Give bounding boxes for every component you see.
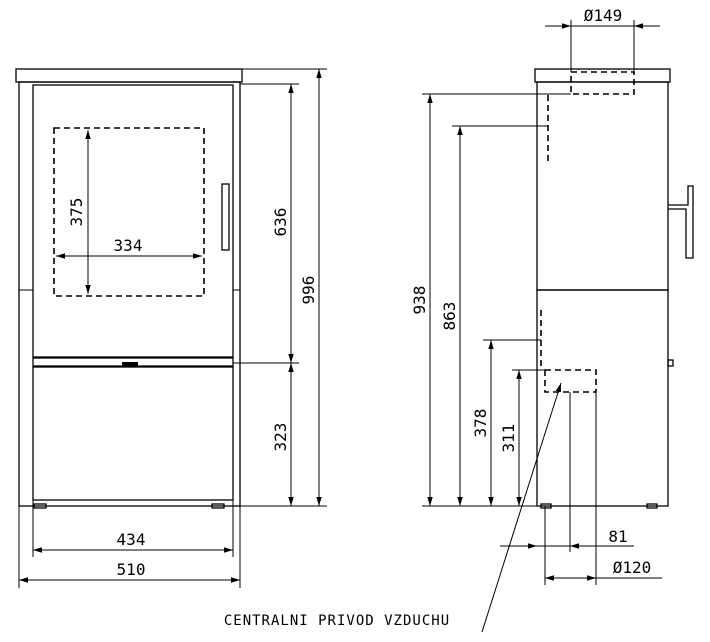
dim-label-glass-width: 334 — [114, 236, 143, 255]
dim-label-outer-width: 510 — [117, 560, 146, 579]
dim-label-total-height: 996 — [299, 276, 318, 305]
side-foot-right — [646, 503, 658, 509]
dim-label-glass-height: 375 — [67, 198, 86, 227]
caption-leader-line — [481, 382, 562, 633]
front-view: 375 334 636 323 996 434 510 — [15, 68, 327, 588]
dim-label-door-height: 636 — [271, 208, 290, 237]
caption-central-air-supply: CENTRALNI PRIVOD VZDUCHU — [224, 613, 450, 629]
front-door-handle — [221, 183, 230, 251]
side-top-plate — [534, 68, 671, 83]
dim-label-inner-width: 434 — [117, 530, 146, 549]
side-door-handle — [668, 185, 694, 259]
side-upper-body — [536, 81, 669, 291]
front-door — [32, 84, 234, 358]
front-foot-left — [33, 503, 47, 509]
dim-label-flue-diameter: Ø149 — [584, 6, 623, 25]
side-flue-outline — [570, 71, 635, 95]
front-body — [18, 81, 241, 507]
dim-label-air-offset: 81 — [608, 527, 627, 546]
side-lower-body — [536, 289, 669, 507]
front-lower-drawer — [32, 366, 234, 501]
dim-label-air-inlet-height: 311 — [499, 424, 518, 453]
side-view: Ø149 938 863 378 311 81 Ø120 — [410, 6, 694, 633]
front-foot-right — [211, 503, 225, 509]
side-knob — [667, 359, 674, 367]
dim-label-air-top-height: 378 — [471, 409, 490, 438]
front-glass-outline — [53, 127, 205, 297]
dim-label-flue-back-height: 863 — [440, 302, 459, 331]
dim-label-air-diameter: Ø120 — [613, 558, 652, 577]
side-foot-left — [540, 503, 552, 509]
dim-label-base-height: 323 — [271, 423, 290, 452]
dim-label-flue-top-height: 938 — [410, 286, 429, 315]
side-air-inlet-outline — [544, 369, 597, 393]
front-separator-latch — [122, 362, 138, 366]
front-top-plate — [15, 68, 243, 83]
